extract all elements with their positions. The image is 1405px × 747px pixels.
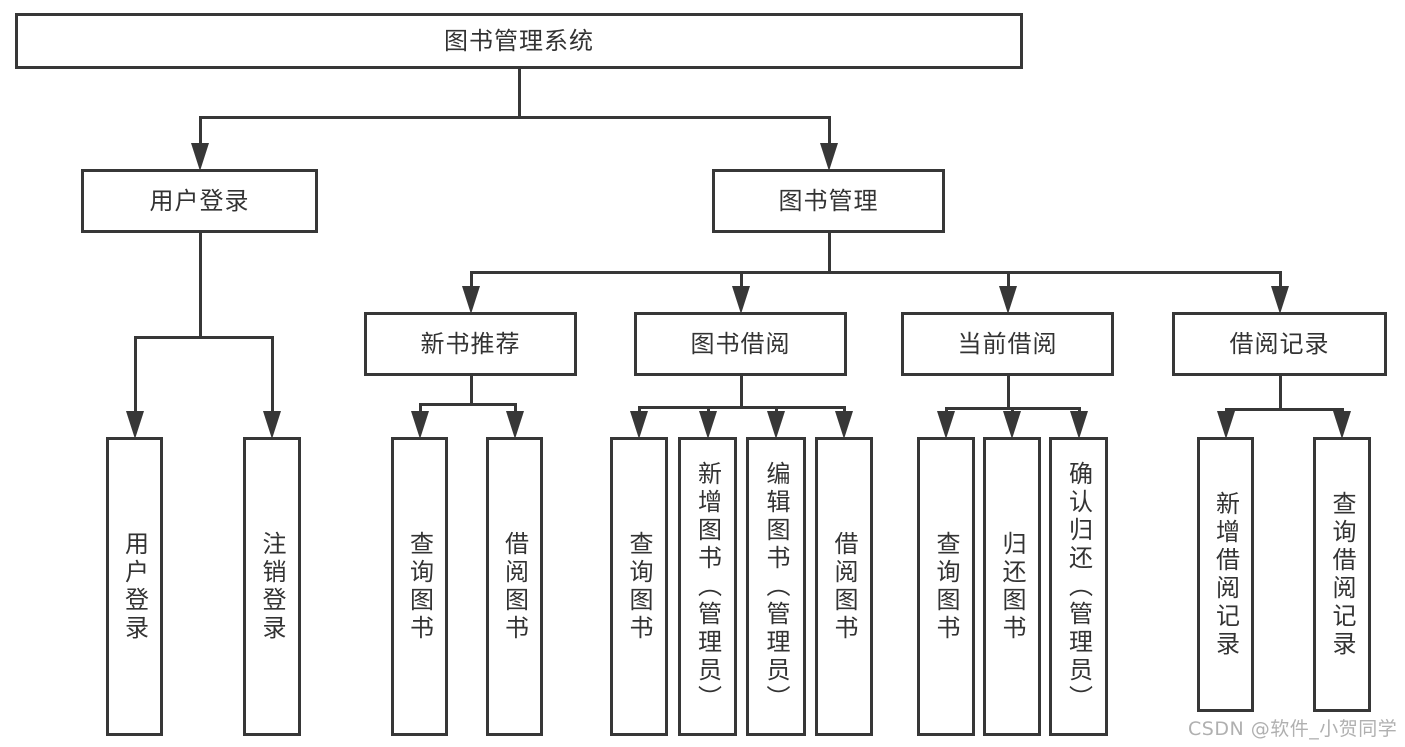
edge-stem [1078, 407, 1081, 413]
arrow-down-icon [1070, 411, 1088, 439]
edge-trunk [1007, 376, 1010, 410]
node-confirm-return-admin: 确认归还（管理员） [1049, 437, 1108, 736]
node-borrow-books-recommend: 借阅图书 [486, 437, 543, 736]
node-new-book-recommend-label: 新书推荐 [420, 330, 521, 358]
edge-trunk [1279, 376, 1282, 411]
edge-trunk [518, 69, 521, 119]
node-query-borrow-record: 查询借阅记录 [1313, 437, 1371, 712]
node-logout-action: 注销登录 [243, 437, 301, 736]
node-edit-books-admin: 编辑图书（管理员） [746, 437, 806, 736]
arrow-down-icon [411, 411, 429, 439]
edge-stem [199, 116, 202, 145]
node-edit-books-admin-label: 编辑图书（管理员） [762, 460, 790, 713]
node-borrow-books-label: 借阅图书 [830, 530, 858, 643]
node-user-login-action: 用户登录 [106, 437, 163, 736]
node-query-books-label: 查询图书 [625, 530, 653, 643]
node-user-login-label: 用户登录 [149, 187, 250, 215]
node-add-borrow-record: 新增借阅记录 [1197, 437, 1254, 712]
edge-stem [514, 403, 517, 413]
arrow-down-icon [126, 411, 144, 439]
edge-stem [945, 407, 948, 413]
arrow-down-icon [1003, 411, 1021, 439]
edge-stem [707, 406, 710, 413]
edge-stem [1007, 271, 1010, 288]
node-borrow-books-recommend-label: 借阅图书 [500, 530, 529, 643]
node-library-management-system-label: 图书管理系统 [444, 27, 594, 55]
node-query-books-recommend: 查询图书 [391, 437, 448, 736]
arrow-down-icon [462, 286, 480, 314]
node-query-borrow-record-label: 查询借阅记录 [1328, 490, 1356, 659]
node-confirm-return-admin-label: 确认归还（管理员） [1064, 460, 1093, 713]
edge-trunk [470, 376, 473, 406]
arrow-down-icon [835, 411, 853, 439]
edge-trunk [740, 376, 743, 409]
edge-stem [828, 116, 831, 145]
edge-stem [1341, 408, 1344, 413]
node-borrow-records: 借阅记录 [1172, 312, 1387, 376]
edge-stem [740, 271, 743, 288]
edge-bus [199, 116, 831, 119]
arrow-down-icon [1217, 411, 1235, 439]
edge-trunk [199, 233, 202, 339]
node-add-borrow-record-label: 新增借阅记录 [1211, 490, 1240, 659]
node-book-management: 图书管理 [712, 169, 945, 233]
node-library-management-system: 图书管理系统 [15, 13, 1023, 69]
edge-stem [419, 403, 422, 413]
node-book-management-label: 图书管理 [778, 187, 879, 215]
node-user-login-action-label: 用户登录 [120, 530, 149, 643]
arrow-down-icon [732, 286, 750, 314]
edge-stem [1225, 408, 1228, 413]
edge-stem [1011, 407, 1014, 413]
node-new-book-recommend: 新书推荐 [364, 312, 577, 376]
edge-bus [419, 403, 517, 406]
edge-stem [638, 406, 641, 413]
arrow-down-icon [1333, 411, 1351, 439]
node-return-books-label: 归还图书 [998, 530, 1026, 643]
node-return-books: 归还图书 [983, 437, 1041, 736]
arrow-down-icon [630, 411, 648, 439]
node-add-books-admin: 新增图书（管理员） [678, 437, 737, 736]
node-book-borrow: 图书借阅 [634, 312, 847, 376]
node-query-books: 查询图书 [610, 437, 668, 736]
node-book-borrow-label: 图书借阅 [690, 330, 791, 358]
arrow-down-icon [999, 286, 1017, 314]
edge-bus [470, 271, 1282, 274]
node-query-books-current-label: 查询图书 [932, 530, 960, 643]
arrow-down-icon [937, 411, 955, 439]
arrow-down-icon [1271, 286, 1289, 314]
edge-bus [638, 406, 846, 409]
arrow-down-icon [820, 143, 838, 171]
arrow-down-icon [263, 411, 281, 439]
arrow-down-icon [699, 411, 717, 439]
edge-trunk [828, 233, 831, 274]
edge-stem [470, 271, 473, 288]
edge-stem [775, 406, 778, 413]
edge-stem [271, 336, 274, 413]
arrow-down-icon [506, 411, 524, 439]
edge-bus [134, 336, 274, 339]
node-borrow-books: 借阅图书 [815, 437, 873, 736]
node-borrow-records-label: 借阅记录 [1229, 330, 1330, 358]
arrow-down-icon [767, 411, 785, 439]
node-query-books-current: 查询图书 [917, 437, 975, 736]
node-current-borrow: 当前借阅 [901, 312, 1114, 376]
node-query-books-recommend-label: 查询图书 [405, 530, 434, 643]
node-logout-action-label: 注销登录 [258, 530, 286, 643]
edge-stem [134, 336, 137, 413]
node-add-books-admin-label: 新增图书（管理员） [693, 460, 722, 713]
edge-stem [1279, 271, 1282, 288]
edge-stem [843, 406, 846, 413]
node-current-borrow-label: 当前借阅 [957, 330, 1058, 358]
edge-bus [1225, 408, 1344, 411]
watermark: CSDN @软件_小贺同学 [1188, 718, 1398, 740]
arrow-down-icon [191, 143, 209, 171]
node-user-login: 用户登录 [81, 169, 318, 233]
